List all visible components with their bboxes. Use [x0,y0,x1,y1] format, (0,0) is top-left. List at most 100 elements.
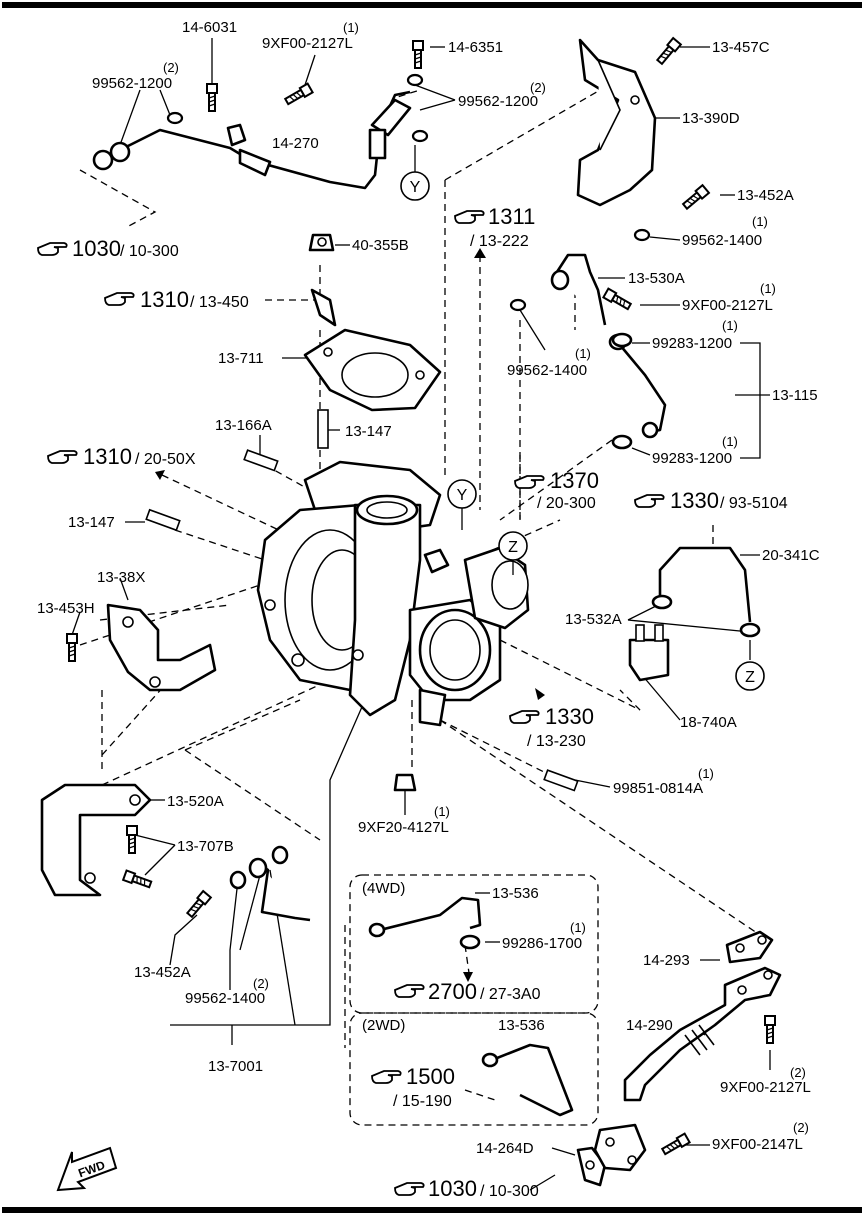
label-13-453h: 13-453H [37,600,95,617]
label-13-530a: 13-530A [628,270,685,287]
qty: (2) [530,80,546,95]
label-13-536-2wd: 13-536 [498,1017,545,1034]
label-13-536-4wd: 13-536 [492,885,539,902]
dashed-leaders [79,89,761,1101]
clamp-99283-a [611,332,633,348]
ref-2700-sub: / 27-3A0 [480,986,541,1003]
label-99562-1200-right: 99562-1200 [458,93,538,110]
stud-13-147-top [317,409,329,449]
hand-pointer-icon [454,210,485,224]
ref-1330-b: 1330 [545,704,594,729]
arrow-head [535,688,545,700]
top-border [2,2,862,8]
oil-feed-pipe [92,90,412,190]
svg-text:Y: Y [457,487,468,504]
ref-1370: 1370 [550,468,599,493]
qty: (1) [722,318,738,333]
ref-1500-sub: / 15-190 [393,1093,452,1110]
label-20-341c: 20-341C [762,547,820,564]
label-13-166a: 13-166A [215,417,272,434]
marker-z-hose: Z [735,661,765,691]
ref-2700: 2700 [428,979,477,1004]
label-13-115: 13-115 [772,387,818,404]
qty: (1) [570,920,586,935]
box-2wd [349,1012,599,1126]
hand-pointer-icon [371,1070,402,1084]
label-13-7001: 13-7001 [208,1058,263,1075]
hand-pointer-icon [47,450,78,464]
label-99283-1200-b: 99283-1200 [652,450,732,467]
bolt-9xf00-mid [602,287,633,312]
bracket-13-38x [106,603,217,692]
gasket-13-711 [303,328,442,412]
label-14-270: 14-270 [272,135,319,152]
label-14-264d: 14-264D [476,1140,534,1157]
qty: (1) [722,434,738,449]
qty: (1) [760,281,776,296]
ref-1311: 1311 [488,204,535,229]
clamp-99283-b [611,434,633,450]
bolt-9xf00-2127l-bottom [764,1015,776,1044]
ref-1030-top: 1030 [72,236,121,261]
qty: (2) [253,976,269,991]
bolt-14-6031 [206,83,218,112]
solenoid-18-740a [628,624,670,682]
bolt-9xf00-top [283,82,314,107]
marker-y-body: Y [447,479,477,530]
ref-1310-b: 1310 [83,444,132,469]
hand-pointer-icon [394,984,425,998]
label-99562-1200-left: 99562-1200 [92,75,172,92]
bottom-border [2,1207,862,1213]
nut-40-355b [308,233,335,252]
ref-1310-a-sub: / 13-450 [190,294,249,311]
label-9xf00-2127l-bottom: 9XF00-2127L [720,1079,811,1096]
hand-pointer-icon [509,710,540,724]
qty: (1) [575,346,591,361]
qty: (1) [434,804,450,819]
label-40-355b: 40-355B [352,237,409,254]
ref-1310-b-sub: / 20-50X [135,451,196,468]
washer-99562-1200-right-b [411,129,429,143]
label-99283-1200-a: 99283-1200 [652,335,732,352]
hand-pointer-icon [37,242,68,256]
marker-z-body: Z [498,531,528,575]
washer-99562-1400-top [633,228,651,242]
ref-1500: 1500 [406,1064,455,1089]
qty: (2) [163,60,179,75]
qty: (1) [343,20,359,35]
stud-13-147-left [145,508,181,532]
washer-99562-1400-mid [509,298,527,312]
hand-pointer-icon [634,494,665,508]
ref-1030-bottom: 1030 [428,1176,477,1201]
label-4wd: (4WD) [362,880,405,897]
label-9xf00-2127l-mid: 9XF00-2127L [682,297,773,314]
arrow-head [463,972,473,982]
washer-99562-1200-right-a [406,73,424,87]
label-13-38x: 13-38X [97,569,145,586]
svg-text:Z: Z [508,539,518,556]
label-14-6031: 14-6031 [182,19,237,36]
arrow-head [155,470,165,480]
bracket-13-450 [310,288,337,327]
arrow-head [474,248,486,258]
pipe-14-290 [623,966,782,1102]
bolt-13-452a-bottom [184,890,212,920]
bolt-13-457c [654,37,682,67]
qty: (2) [793,1120,809,1135]
flange-14-290 [593,1123,647,1172]
ref-1330-a: 1330 [670,488,719,513]
ref-1030-top-sub: / 10-300 [120,243,179,260]
marker-y-top: Y [400,171,430,201]
label-2wd: (2WD) [362,1017,405,1034]
hose-13-536-4wd [368,896,482,950]
washer-99562-1200-left [166,111,184,125]
part-labels: 14-6031 (1) 9XF00-2127L 14-6351 13-457C … [37,19,820,1157]
label-13-390d: 13-390D [682,110,740,127]
stud-13-166a [243,449,279,472]
hand-pointer-icon [104,292,135,306]
bolt-9xf00-2147l [660,1132,691,1157]
label-14-290: 14-290 [626,1017,673,1034]
label-13-711: 13-711 [218,350,264,367]
label-13-532a: 13-532A [565,611,622,628]
